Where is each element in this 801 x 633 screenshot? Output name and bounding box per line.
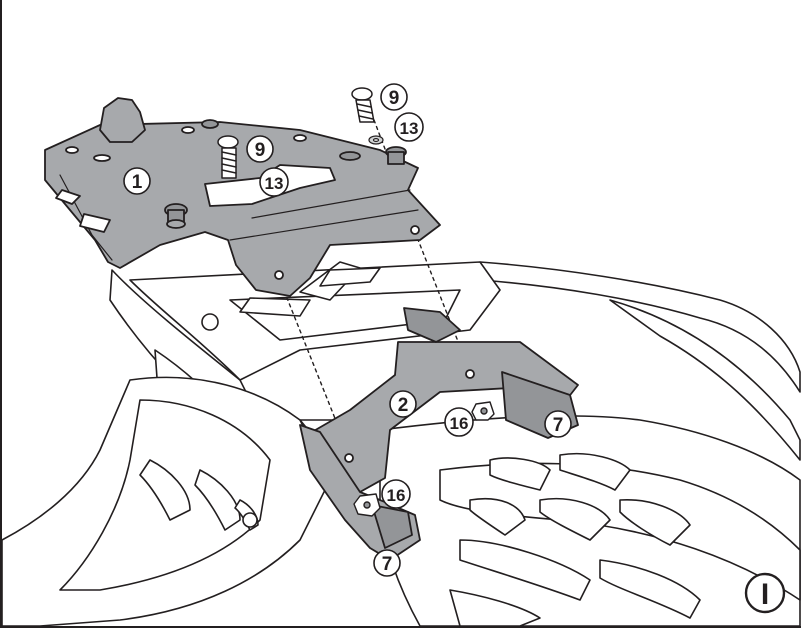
callout-plate: 1 (123, 167, 151, 195)
callout-spacer-right: 7 (544, 410, 572, 438)
svg-text:I: I (761, 578, 769, 611)
callout-screw-left: 9 (246, 135, 274, 163)
screw-left (217, 135, 239, 179)
callout-spacer-left: 7 (373, 549, 401, 577)
svg-text:9: 9 (389, 88, 400, 109)
callout-nut-right: 16 (444, 407, 474, 437)
frame-left-border (0, 0, 2, 628)
svg-text:16: 16 (450, 414, 469, 433)
screw-right (351, 87, 375, 123)
bracket-part (299, 307, 579, 561)
frame-bottom-border (0, 626, 801, 628)
svg-text:7: 7 (382, 554, 393, 575)
svg-text:13: 13 (400, 119, 419, 138)
svg-text:2: 2 (398, 395, 409, 416)
nut-left-part (353, 493, 381, 517)
washer-right-part (368, 135, 384, 145)
svg-text:16: 16 (387, 486, 406, 505)
callout-washer-left: 13 (259, 167, 289, 197)
top-plate (44, 97, 441, 297)
svg-text:9: 9 (255, 140, 266, 161)
svg-text:7: 7 (553, 415, 564, 436)
step-indicator: I (744, 572, 786, 614)
callout-screw-right: 9 (380, 83, 408, 111)
callout-washer-right: 13 (394, 112, 424, 142)
svg-text:1: 1 (132, 172, 143, 193)
motorcycle-tail-lineart (1, 261, 801, 627)
callout-nut-left: 16 (381, 479, 411, 509)
nut-right-part (471, 401, 495, 421)
svg-text:13: 13 (265, 174, 284, 193)
callout-bracket: 2 (389, 390, 417, 418)
